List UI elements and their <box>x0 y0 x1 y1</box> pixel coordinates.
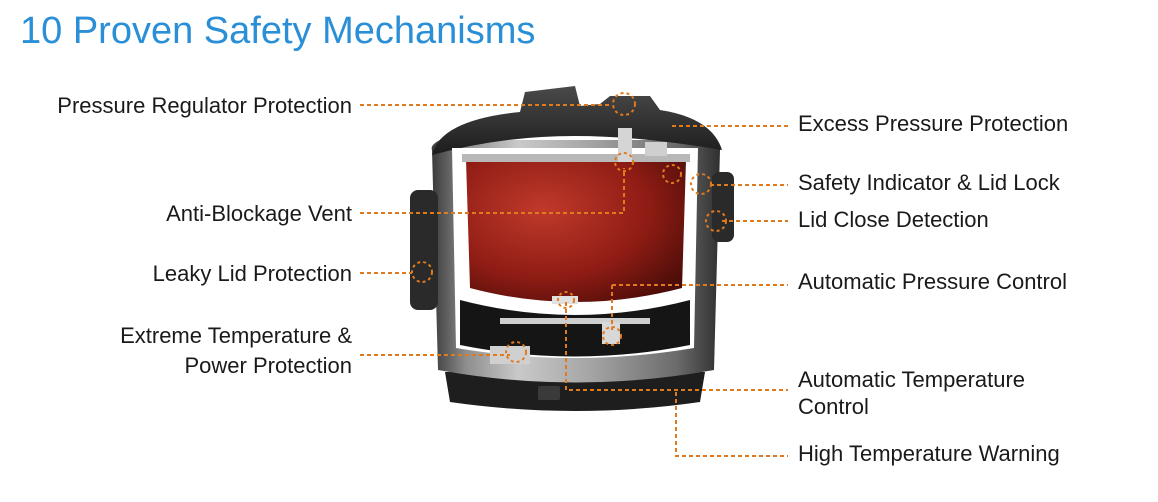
circle-extreme-temp <box>505 341 527 363</box>
leader-lines <box>360 104 788 457</box>
label-safety-indicator: Safety Indicator & Lid Lock <box>798 170 1060 195</box>
lid-latch <box>645 142 667 156</box>
label-pressure-regulator: Pressure Regulator Protection <box>57 93 352 118</box>
label-extreme-temp-line2: Power Protection <box>184 353 352 378</box>
label-lid-close: Lid Close Detection <box>798 207 989 232</box>
circle-leaky-lid <box>411 261 433 283</box>
pressure-switch <box>602 322 620 344</box>
circle-lid-close <box>705 210 727 232</box>
label-extreme-temp-line1: Extreme Temperature & <box>120 323 352 348</box>
circle-auto-temp <box>557 291 575 309</box>
cooker-base <box>445 372 705 411</box>
label-auto-temp-line2: Control <box>798 394 869 419</box>
circle-auto-pressure <box>602 326 622 346</box>
label-auto-temp-line1: Automatic Temperature <box>798 367 1026 392</box>
thermostat <box>552 296 578 304</box>
leader-high-temp <box>675 392 788 457</box>
circle-anti-blockage <box>614 152 634 172</box>
circle-safety-indicator <box>662 164 682 184</box>
label-excess-pressure: Excess Pressure Protection <box>798 111 1069 136</box>
left-handle <box>410 190 438 310</box>
pot-rim <box>462 154 690 162</box>
cooker-lid <box>432 86 722 155</box>
page-title: 10 Proven Safety Mechanisms <box>20 10 536 52</box>
label-anti-blockage: Anti-Blockage Vent <box>166 201 352 226</box>
label-auto-pressure: Automatic Pressure Control <box>798 269 1067 294</box>
callout-circles <box>411 92 727 363</box>
vent-stem <box>618 128 632 162</box>
circle-pressure-regulator <box>612 92 636 116</box>
power-socket <box>538 386 560 400</box>
circle-lid-lock <box>690 173 712 195</box>
leader-anti-blockage <box>360 168 625 214</box>
heating-plate <box>500 318 650 324</box>
label-high-temp: High Temperature Warning <box>798 441 1060 466</box>
label-leaky-lid: Leaky Lid Protection <box>152 261 352 286</box>
cooker-illustration <box>410 86 734 411</box>
leader-auto-temp <box>565 302 788 391</box>
right-handle <box>712 172 734 242</box>
inner-pot <box>466 160 686 302</box>
